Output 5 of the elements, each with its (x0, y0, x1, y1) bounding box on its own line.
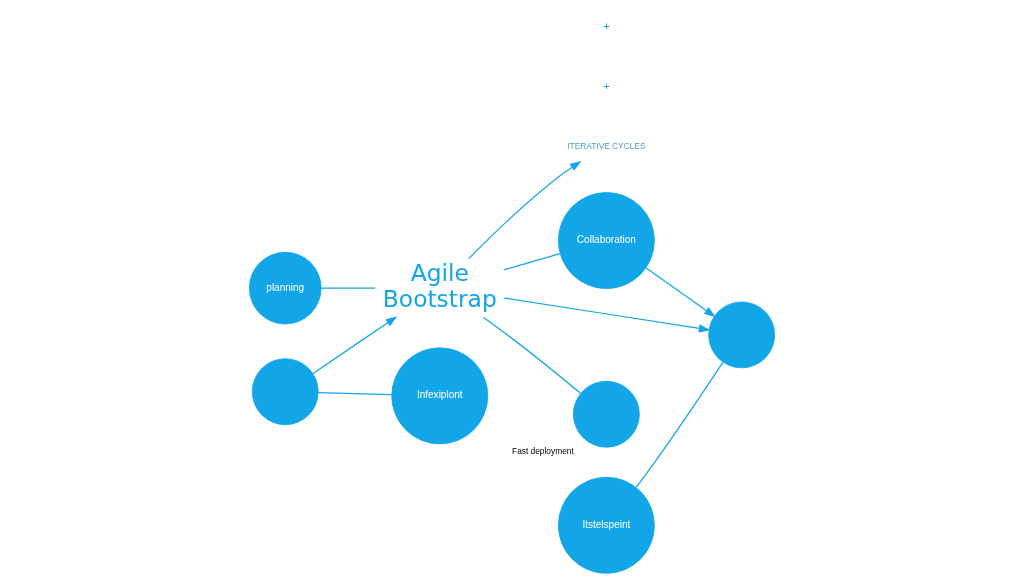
node-text: Agile Bootstrap (382, 258, 497, 313)
label: + (602, 78, 610, 92)
label: + (602, 18, 610, 32)
node-label: Fast deployment (512, 445, 574, 456)
node-text: ITERATIVE CYCLES (567, 141, 646, 152)
